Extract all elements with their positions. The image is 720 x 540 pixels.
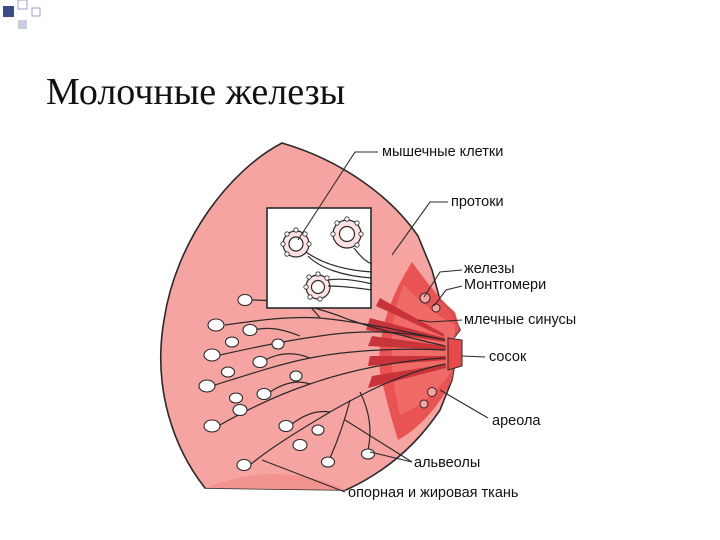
alveoli	[198, 281, 376, 472]
montgomery-gland	[419, 399, 429, 409]
support-tissue-region	[205, 474, 346, 490]
label-nipple: сосок	[489, 349, 527, 365]
label-milk-sinuses: млечные синусы	[464, 312, 577, 328]
magnified-inset	[266, 207, 373, 309]
corner-square-outline	[31, 7, 41, 17]
label-glands-line1: железы	[464, 261, 515, 277]
label-alveoli: альвеолы	[414, 455, 481, 471]
corner-square-light	[17, 0, 28, 10]
nipple	[447, 337, 463, 371]
label-muscle-cells: мышечные клетки	[382, 144, 504, 160]
corner-square-pale	[18, 20, 27, 29]
corner-square-dark	[3, 6, 14, 17]
montgomery-gland	[427, 387, 437, 397]
label-ducts: протоки	[451, 194, 504, 210]
label-support-tissue: опорная и жировая ткань	[348, 485, 519, 501]
montgomery-gland	[431, 303, 441, 313]
leader-lines	[261, 151, 489, 493]
slide-title: Молочные железы	[46, 71, 346, 113]
label-glands-line2: Монтгомери	[464, 277, 547, 293]
label-areola: ареола	[492, 413, 541, 429]
corner-decoration	[3, 0, 41, 29]
montgomery-gland	[419, 292, 431, 304]
